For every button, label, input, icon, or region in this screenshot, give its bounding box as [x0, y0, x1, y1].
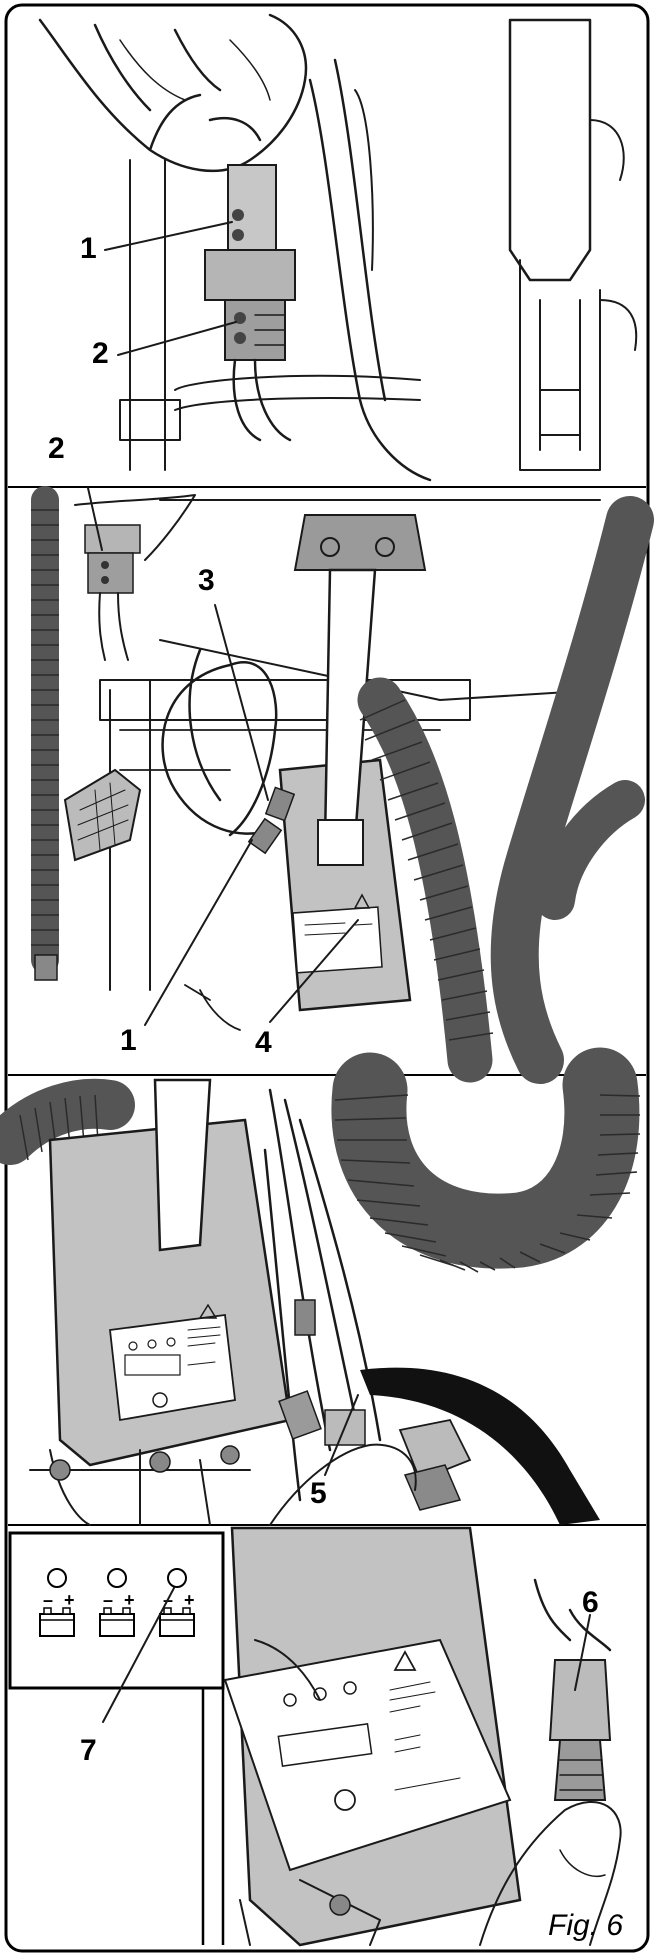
panel-1: 1 2 — [8, 13, 646, 488]
indicator-inset — [8, 1531, 225, 1690]
battery-charger-panel3 — [48, 1118, 292, 1467]
left-corrugated-hose — [31, 486, 59, 981]
battery-indicator-2: – + — [99, 1568, 135, 1637]
battery-connector-plug — [204, 164, 296, 361]
callout-1: 1 — [80, 232, 97, 265]
callout-3: 3 — [198, 564, 215, 597]
battery-connector-plug-small — [74, 494, 196, 661]
panel-3: 5 — [0, 1047, 646, 1526]
panel-4: – + – + – + 7 — [8, 1526, 622, 1947]
battery-charger-front — [223, 1526, 522, 1947]
callout-4: 4 — [255, 1026, 272, 1059]
callout-7: 7 — [80, 1734, 97, 1767]
panel-2: 2 3 1 4 — [8, 432, 654, 1084]
svg-text:–: – — [103, 1590, 113, 1610]
svg-text:+: + — [184, 1590, 195, 1610]
mains-plug — [548, 1659, 612, 1801]
battery-indicator-1: – + — [39, 1568, 75, 1637]
callout-2: 2 — [92, 337, 109, 370]
svg-text:+: + — [64, 1590, 75, 1610]
callout-1-panel2: 1 — [120, 1024, 137, 1057]
pedal — [63, 768, 142, 862]
svg-text:+: + — [124, 1590, 135, 1610]
callout-6: 6 — [582, 1586, 599, 1619]
svg-text:–: – — [43, 1590, 53, 1610]
callout-2-panel2: 2 — [48, 432, 65, 465]
figure-caption: Fig. 6 — [548, 1909, 623, 1942]
callout-5: 5 — [310, 1477, 327, 1510]
handle-lever — [293, 514, 427, 866]
